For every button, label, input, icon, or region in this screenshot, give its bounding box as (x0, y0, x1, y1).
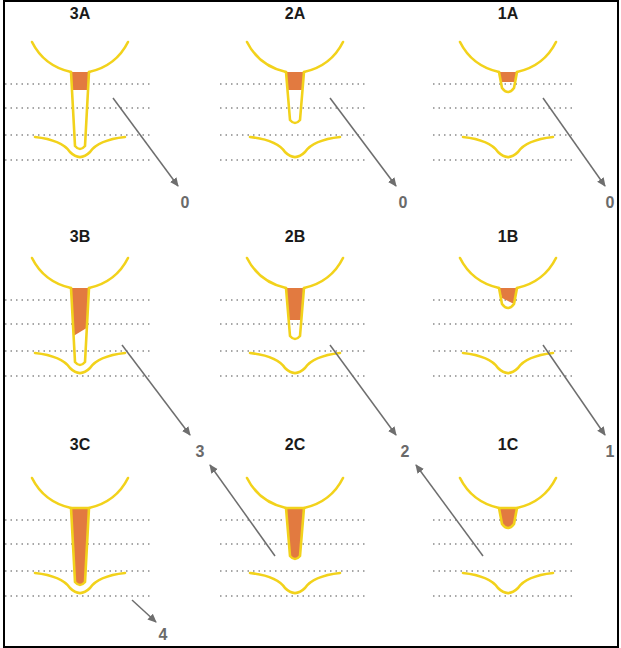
cervix-outline (250, 353, 340, 373)
leader-arrow (330, 98, 396, 186)
panel-label: 1B (498, 228, 518, 246)
leader-arrow (132, 600, 156, 622)
grade-number: 1 (606, 443, 615, 461)
level-line (433, 300, 572, 376)
filled-region (71, 72, 89, 90)
cervix-outline (463, 573, 553, 593)
grade-number: 0 (606, 194, 615, 212)
cervical-canal (71, 288, 89, 365)
grade-number: 2 (401, 443, 410, 461)
filled-canal (286, 508, 304, 559)
panel-label: 3B (70, 228, 90, 246)
uterine-horn (32, 258, 128, 288)
cervix-outline (463, 137, 553, 157)
leader-arrow (543, 345, 605, 435)
grade-number: 3 (196, 443, 205, 461)
leader-arrow (416, 465, 483, 556)
uterus-figure (5, 478, 150, 596)
grade-number: 4 (159, 626, 168, 644)
uterus-figure (433, 258, 572, 376)
filled-canal (499, 508, 517, 528)
filled-region (286, 72, 304, 90)
panel-label: 3A (70, 5, 90, 23)
leader-arrow (113, 98, 178, 186)
uterus-figure (5, 42, 150, 160)
cervix-outline (463, 353, 553, 373)
uterine-horn (32, 42, 128, 72)
grade-number: 0 (399, 194, 408, 212)
grade-number: 0 (181, 194, 190, 212)
cervical-canal (499, 288, 517, 308)
uterine-horn (32, 478, 128, 508)
uterine-horn (460, 42, 556, 72)
uterine-horn (247, 478, 343, 508)
panel-label: 2A (285, 5, 305, 23)
panel-label: 3C (70, 436, 90, 454)
leader-arrow (210, 465, 275, 556)
uterine-horn (247, 258, 343, 288)
leader-arrow (543, 98, 605, 186)
panel-label: 1A (498, 5, 518, 23)
uterus-figure (433, 478, 572, 596)
filled-canal (71, 508, 89, 585)
uterus-figure (220, 478, 365, 596)
uterine-horn (247, 42, 343, 72)
uterine-horn (460, 478, 556, 508)
uterus-figure (220, 258, 365, 376)
frame-border (4, 1, 618, 647)
cervical-canal (286, 288, 304, 339)
cervix-outline (35, 353, 125, 373)
leader-arrow (330, 345, 396, 435)
uterus-figure (433, 42, 572, 160)
cervix-outline (35, 573, 125, 593)
level-line (433, 84, 572, 160)
cervix-outline (35, 137, 125, 157)
panel-label: 2C (285, 436, 305, 454)
leader-arrow (122, 345, 190, 435)
cervix-outline (250, 137, 340, 157)
cervix-outline (250, 573, 340, 593)
panel-label: 1C (498, 436, 518, 454)
uterus-figure (220, 42, 365, 160)
cervical-canal (499, 72, 517, 92)
uterus-figure (5, 258, 150, 376)
panel-label: 2B (285, 228, 305, 246)
cervical-canal (71, 72, 89, 149)
uterine-horn (460, 258, 556, 288)
cervical-canal (286, 72, 304, 123)
level-line (433, 520, 572, 596)
